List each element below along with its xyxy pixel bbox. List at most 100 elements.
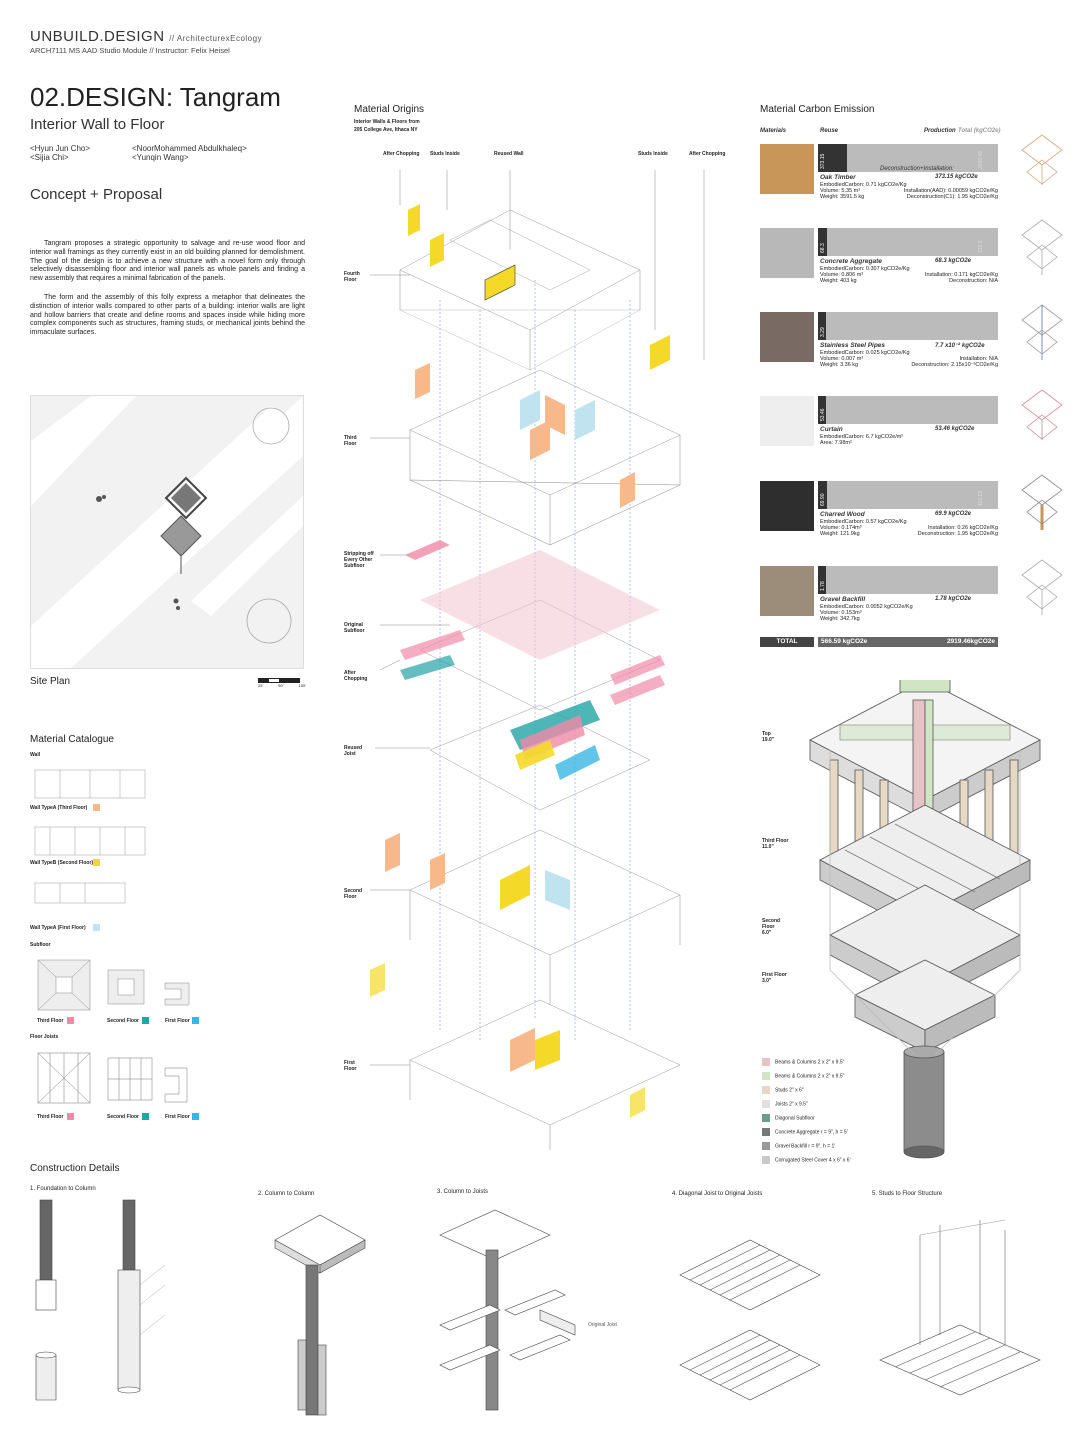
- legend-swatch: [762, 1142, 770, 1150]
- wall-type-a-third: Wall TypeA (Third Floor): [30, 805, 88, 811]
- material-total: 69.9 kgCO2e: [935, 511, 972, 517]
- legend-swatch: [762, 1156, 770, 1164]
- swatch-teal: [142, 1017, 149, 1024]
- reuse-value: 373.15: [820, 153, 826, 169]
- side-second-floor: Second Floor: [344, 888, 363, 900]
- weight: Weight: 342.7kg: [820, 616, 860, 622]
- material-name: Gravel Backfill: [820, 596, 866, 603]
- joist-third: Third Floor: [37, 1114, 64, 1120]
- legend-label: Corrugated Steel Cover 4 x 6" x 6': [775, 1157, 851, 1164]
- side-after-chopping: After Chopping: [344, 670, 368, 682]
- course-line: ARCH7111 MS AAD Studio Module // Instruc…: [30, 46, 230, 55]
- callout-original-joist: Original Joist: [588, 1322, 617, 1328]
- author-2: <Sijia Chi>: [30, 153, 69, 162]
- material-total: 7.7 x10⁻² kgCO2e: [935, 343, 985, 349]
- installation: Installation: 0.26 kgCO2e/Kg: [927, 525, 998, 531]
- legend-swatch: [762, 1072, 770, 1080]
- wall-panel-drawings: [34, 769, 146, 904]
- emission-bar: [818, 396, 998, 424]
- installation: Installation: 0.171 kgCO2e/Kg: [924, 272, 998, 278]
- scale-50: 50': [278, 683, 284, 688]
- side-original-subfloor: Original Subfloor: [344, 622, 365, 634]
- legend-label: Joists 2" x 9.5": [775, 1101, 808, 1108]
- installation: Installation(AAD): 0.00059 kgCO2e/Kg: [903, 188, 998, 194]
- legend-swatch: [762, 1058, 770, 1066]
- material-total: 1.78 kgCO2e: [935, 596, 972, 602]
- level-height: 19.0": [762, 737, 775, 743]
- author-4: <Yunqin Wang>: [132, 153, 189, 162]
- page-subtitle: Interior Wall to Floor: [30, 116, 165, 133]
- reuse-value: 53.46: [820, 408, 826, 421]
- origins-heading: Material Origins: [354, 104, 425, 115]
- deconstruction: Deconstruction: 1.95 kgCO2e/Kg: [917, 531, 998, 537]
- legend-label: Studs 2" x 6": [775, 1087, 804, 1094]
- axon-legend: Beams & Columns 2 x 2" x 9.5" Beams & Col…: [762, 1058, 851, 1170]
- material-swatch: [760, 396, 814, 446]
- author-1: <Hyun Jun Cho>: [30, 144, 91, 153]
- side-first-floor: First Floor: [344, 1060, 357, 1072]
- construction-detail-drawings: [35, 1199, 1041, 1416]
- total-reuse: 566.59 kgCO2e: [821, 638, 868, 645]
- material-total: 373.15 kgCO2e: [935, 174, 978, 180]
- swatch-pink: [67, 1017, 74, 1024]
- legend-item: Beams & Columns 2 x 2" x 9.5": [762, 1072, 851, 1080]
- joist-swatch-teal: [142, 1113, 149, 1120]
- emission-bar: [818, 144, 998, 172]
- concept-heading: Concept + Proposal: [30, 186, 163, 203]
- scale-25: 25': [258, 683, 264, 688]
- legend-item: Beams & Columns 2 x 2" x 9.5": [762, 1058, 851, 1066]
- col-reuse: Reuse: [820, 128, 839, 134]
- total-all: 2919.46kgCO2e: [946, 638, 995, 645]
- installation: Installation: N/A: [959, 356, 998, 362]
- legend-label: Beams & Columns 2 x 2" x 9.5": [775, 1073, 845, 1080]
- volume: Volume: 0.806 m³: [820, 272, 864, 278]
- material-name: Concrete Aggregate: [820, 258, 882, 265]
- detail-1-title: 1. Foundation to Column: [30, 1186, 96, 1192]
- embodied-carbon: EmbodiedCarbon: 0.71 kgCO2e/Kg: [820, 182, 907, 188]
- legend-item: Concrete Aggregate r = 9", h = 5': [762, 1128, 851, 1136]
- joist-first: First Floor: [165, 1114, 190, 1120]
- volume: Volume: 0.174m³: [820, 525, 862, 531]
- reuse-value: 1.78: [820, 581, 826, 591]
- reuse-fill: [818, 228, 827, 256]
- legend-item: Studs 2" x 6": [762, 1086, 851, 1094]
- concept-paragraph-2: The form and the assembly of this folly …: [30, 294, 305, 337]
- weight: Weight: 3591.5 kg: [820, 194, 865, 200]
- legend-item: Gravel Backfill r = 9", h = 1': [762, 1142, 851, 1150]
- embodied-carbon: EmbodiedCarbon: 0.57 kgCO2e/Kg: [820, 519, 907, 525]
- legend-swatch: [762, 1128, 770, 1136]
- catalogue-joists: Floor Joists: [30, 1034, 59, 1040]
- scale-bar: 25' 50' 100': [258, 678, 306, 688]
- swatch-cyan: [192, 1017, 199, 1024]
- reuse-fill: [818, 396, 826, 424]
- legend-swatch: [762, 1100, 770, 1108]
- material-name: Stainless Steel Pipes: [820, 342, 886, 349]
- material-total: 53.46 kgCO2e: [935, 426, 975, 432]
- embodied-carbon: EmbodiedCarbon: 0.025 kgCO2e/Kg: [820, 350, 910, 356]
- detail-4-title: 4. Diagonal Joist to Original Joists: [672, 1191, 763, 1197]
- level-height: 11.0": [762, 844, 774, 850]
- volume: Volume: 0.153m³: [820, 610, 862, 616]
- deconstruction: Deconstruction: 2.15x10⁻³CO2e/Kg: [911, 362, 998, 368]
- reuse-fill: [818, 312, 826, 340]
- swatch-lightblue: [93, 924, 100, 931]
- label-reused-wall: Reused Wall: [494, 151, 524, 157]
- reuse-fill: [818, 566, 826, 594]
- scale-100: 100': [298, 683, 306, 688]
- swatch-yellow: [93, 859, 100, 866]
- material-swatch: [760, 144, 814, 194]
- concept-paragraph-1: Tangram proposes a strategic opportunity…: [30, 240, 305, 283]
- reuse-value: 3.29: [820, 327, 826, 337]
- material-swatch: [760, 566, 814, 616]
- legend-item: Joists 2" x 9.5": [762, 1100, 851, 1108]
- material-name: Charred Wood: [820, 511, 865, 518]
- author-3: <NoorMohammed Abdulkhaleq>: [132, 144, 247, 153]
- material-note: Deconstruction+Installation:: [880, 166, 954, 172]
- col-production: Production: [924, 128, 956, 134]
- page-title: 02.DESIGN: Tangram: [30, 82, 281, 112]
- detail-5-title: 5. Studs to Floor Structure: [872, 1191, 943, 1197]
- weight: Weight: 3.36 kg: [820, 362, 859, 368]
- volume: Volume: 5.35 m³: [820, 188, 861, 194]
- legend-label: Diagonal Subfloor: [775, 1115, 815, 1122]
- joist-swatch-cyan: [192, 1113, 199, 1120]
